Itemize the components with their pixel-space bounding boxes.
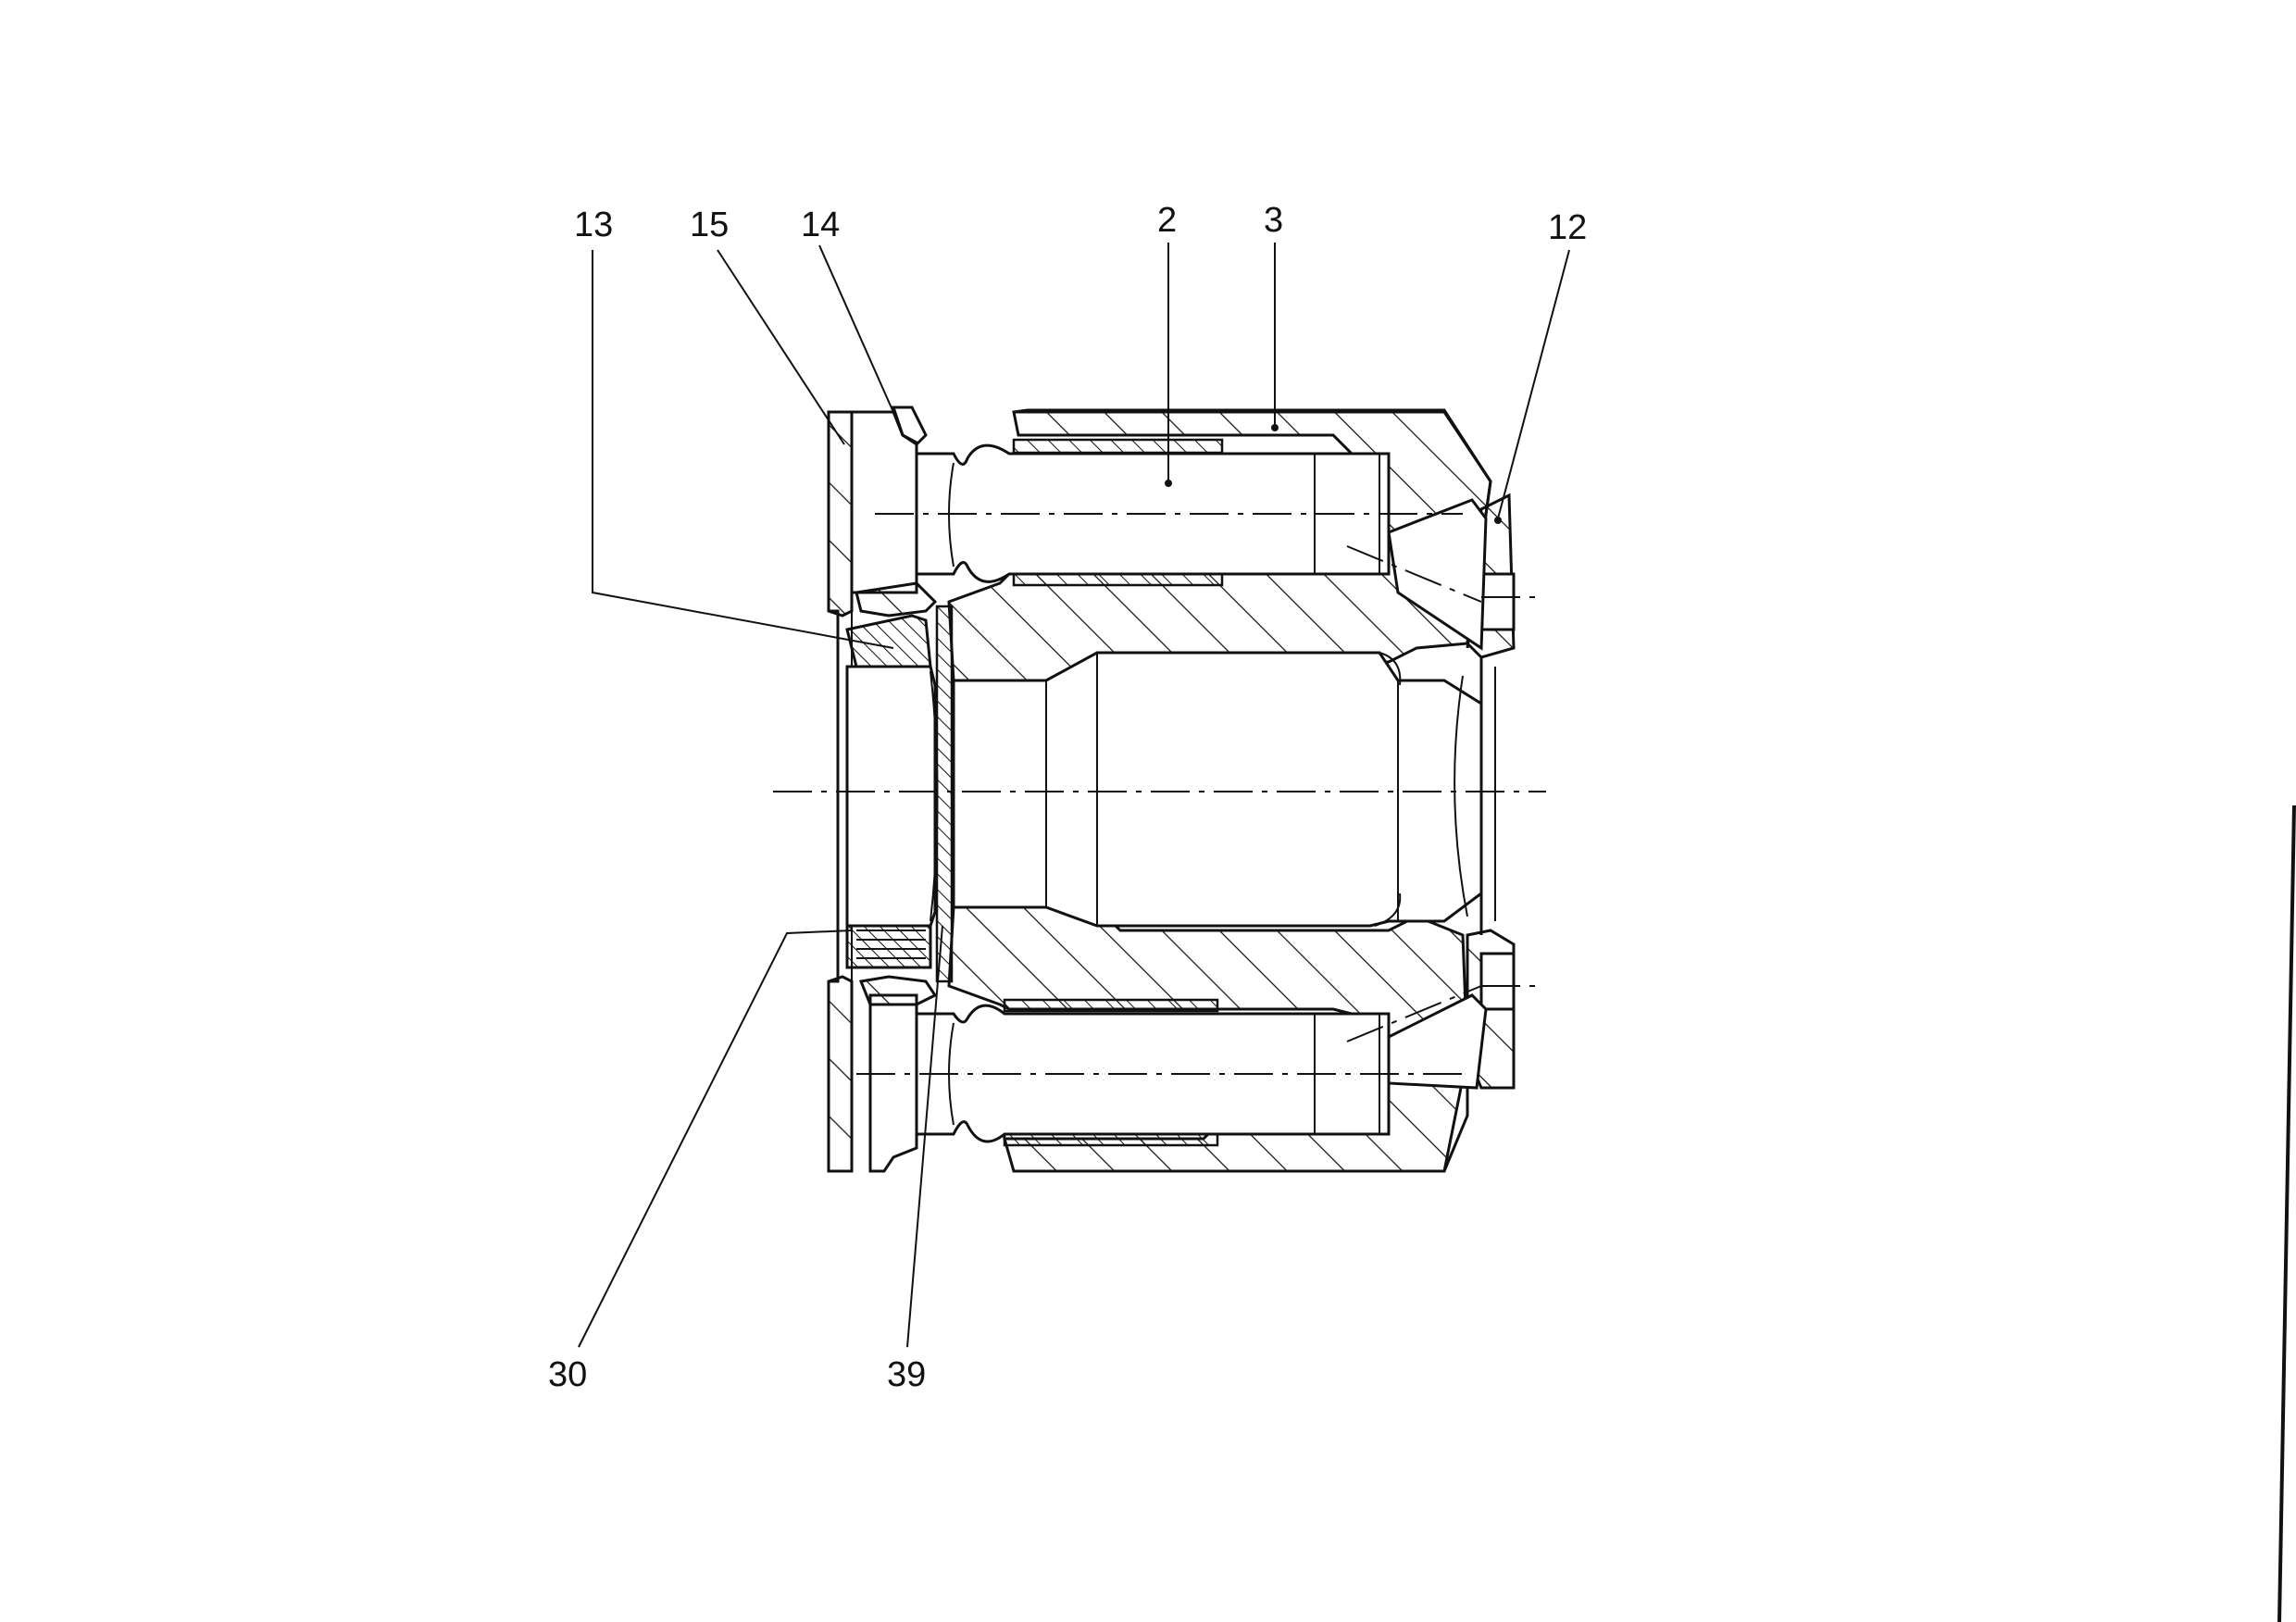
leader-lines: [578, 243, 1570, 1348]
callout-2: 2: [1157, 201, 1177, 240]
leader-12: [1497, 249, 1570, 519]
upper-kidney-port: [1479, 572, 1516, 631]
lower-slipper: [868, 993, 918, 1173]
upper-guide: [855, 581, 938, 618]
leader-30: [578, 930, 853, 1348]
center-lines: [773, 513, 1546, 1075]
scan-edge-line: [2277, 805, 2296, 1622]
callout-30: 30: [548, 1355, 587, 1394]
central-bore: [952, 651, 1483, 928]
callout-12: 12: [1548, 208, 1587, 247]
retaining-plate-lower: [827, 975, 854, 1173]
leader-15: [717, 249, 845, 445]
retaining-plate: [827, 406, 938, 1173]
shim-disc: [935, 605, 954, 983]
callout-39: 39: [887, 1355, 926, 1394]
upper-slipper-tip: [891, 406, 928, 446]
spring-pack: [845, 924, 932, 969]
leader-14: [818, 244, 897, 419]
piston-sleeves: [1003, 438, 1224, 1147]
spherical-guide-body: [845, 665, 937, 928]
leader-39: [906, 925, 943, 1348]
callout-14: 14: [801, 206, 840, 244]
retaining-plate-upper: [827, 410, 854, 618]
callout-15: 15: [690, 206, 729, 244]
callout-13: 13: [574, 206, 613, 244]
lower-guide: [858, 975, 938, 1006]
upper-channel: [1387, 498, 1488, 651]
callout-labels: 13 15 14 2 3 12 30 39: [548, 201, 1587, 1394]
spherical-guide: [845, 605, 954, 983]
leader-13: [592, 250, 894, 649]
spherical-guide-upper: [845, 614, 932, 668]
lower-kidney-port: [1479, 952, 1516, 1011]
callout-3: 3: [1264, 201, 1283, 240]
lower-channel: [1387, 993, 1488, 1090]
